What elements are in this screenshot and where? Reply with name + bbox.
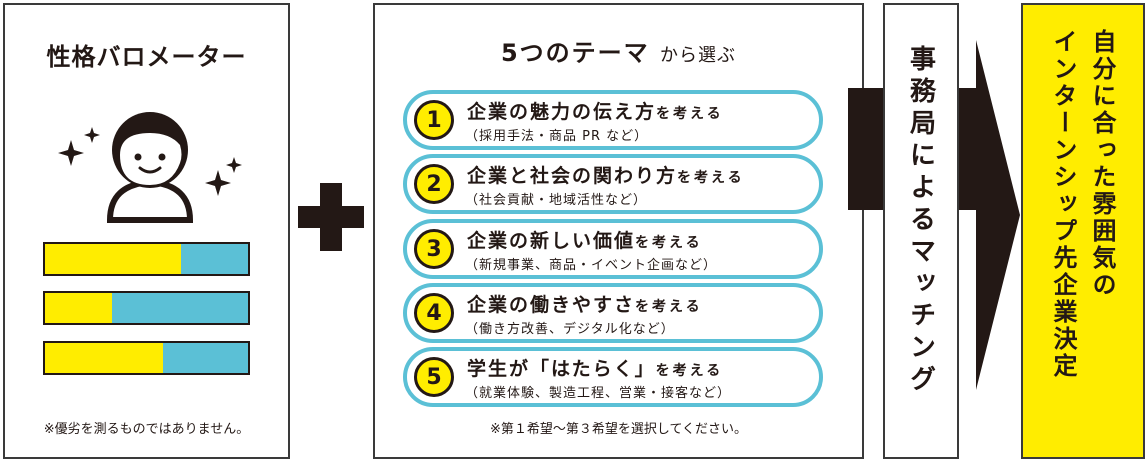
barometer-title: 性格バロメーター xyxy=(46,43,247,71)
theme-main: 企業の働きやすさ xyxy=(467,294,636,316)
title-rest: から選ぶ xyxy=(660,45,737,66)
themes-title: 5つのテーマ から選ぶ xyxy=(375,33,862,68)
theme-examples: （社会貢献・地域活性など） xyxy=(465,193,648,208)
result-line-1: 自分に合った雰囲気の xyxy=(1088,29,1116,299)
matching-box: 事務局によるマッチング xyxy=(883,3,959,459)
barometer-bar xyxy=(43,291,250,325)
result-box: 自分に合った雰囲気の インターンシップ先企業決定 xyxy=(1021,3,1145,459)
theme-item: 2 企業と社会の関わり方を考える （社会貢献・地域活性など） xyxy=(403,154,823,214)
theme-title: 企業の働きやすさを考える xyxy=(467,290,703,317)
theme-number-badge: 4 xyxy=(414,293,454,333)
theme-number-badge: 1 xyxy=(414,100,454,140)
theme-main: 企業の魅力の伝え方 xyxy=(467,101,657,123)
barometer-fill xyxy=(45,343,163,373)
theme-examples: （新規事業、商品・イベント企画など） xyxy=(465,258,718,273)
theme-examples: （就業体験、製造工程、営業・接客など） xyxy=(465,386,732,401)
theme-suffix: を考える xyxy=(656,106,724,122)
result-line-2: インターンシップ先企業決定 xyxy=(1049,29,1077,380)
theme-suffix: を考える xyxy=(677,170,745,186)
title-bold: 5つのテーマ xyxy=(500,39,650,67)
theme-main: 企業の新しい価値 xyxy=(467,230,636,252)
theme-title: 企業の新しい価値を考える xyxy=(467,226,703,253)
theme-item: 5 学生が「はたらく」を考える （就業体験、製造工程、営業・接客など） xyxy=(403,347,823,407)
theme-suffix: を考える xyxy=(635,235,703,251)
theme-main: 学生が「はたらく」 xyxy=(467,358,656,380)
arrow-icon xyxy=(848,40,1020,390)
theme-examples: （働き方改善、デジタル化など） xyxy=(465,322,675,337)
barometer-bar xyxy=(43,242,250,276)
personality-barometer-panel: 性格バロメーター ※優劣を測るものではありません。 xyxy=(3,3,290,459)
theme-suffix: を考える xyxy=(655,363,724,379)
theme-title: 学生が「はたらく」を考える xyxy=(467,354,723,381)
theme-examples: （採用手法・商品 PR など） xyxy=(465,129,649,144)
barometer-bar xyxy=(43,341,250,375)
theme-main: 企業と社会の関わり方 xyxy=(467,165,678,187)
theme-number-badge: 2 xyxy=(414,164,454,204)
theme-item: 4 企業の働きやすさを考える （働き方改善、デジタル化など） xyxy=(403,283,823,343)
person-sparkle-icon xyxy=(58,112,242,223)
plus-icon xyxy=(298,183,364,251)
theme-title: 企業の魅力の伝え方を考える xyxy=(467,97,724,124)
theme-number-badge: 3 xyxy=(414,229,454,269)
themes-note: ※第１希望〜第３希望を選択してください。 xyxy=(489,422,748,437)
themes-panel: 5つのテーマ から選ぶ 1 企業の魅力の伝え方を考える （採用手法・商品 PR … xyxy=(373,3,864,459)
theme-item: 3 企業の新しい価値を考える （新規事業、商品・イベント企画など） xyxy=(403,219,823,279)
theme-item: 1 企業の魅力の伝え方を考える （採用手法・商品 PR など） xyxy=(403,90,823,150)
barometer-note: ※優劣を測るものではありません。 xyxy=(43,422,250,437)
barometer-fill xyxy=(45,293,112,323)
theme-suffix: を考える xyxy=(635,299,703,315)
theme-title: 企業と社会の関わり方を考える xyxy=(467,161,745,188)
barometer-fill xyxy=(45,244,181,274)
theme-number-badge: 5 xyxy=(414,357,454,397)
matching-label: 事務局によるマッチング xyxy=(905,45,936,397)
